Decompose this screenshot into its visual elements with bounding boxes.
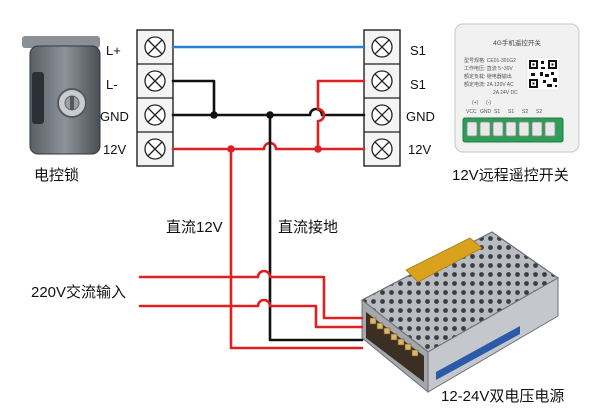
lock-terminal-label-gnd: GND bbox=[100, 109, 129, 124]
power-supply-unit: 12-24V双电压电源 bbox=[360, 231, 564, 405]
wire-label-ground: 直流接地 bbox=[278, 219, 338, 236]
module-port-label-minus: (-) bbox=[486, 100, 491, 106]
module-port-label-s1b: S1 bbox=[508, 109, 514, 115]
junction-gnd-lminus bbox=[210, 111, 218, 119]
electric-lock: 电控锁 bbox=[22, 36, 101, 184]
wires bbox=[138, 45, 366, 350]
module-port-label-s1a: S1 bbox=[494, 109, 500, 115]
wire-red-ac-input-2 bbox=[138, 298, 364, 329]
wire-red-s1-12v bbox=[316, 79, 366, 151]
junction-12v-psu bbox=[227, 145, 235, 153]
module-spec-5: 2A 24V DC bbox=[493, 90, 518, 96]
switch-terminal-block bbox=[363, 29, 401, 167]
power-supply-terminals bbox=[366, 312, 520, 382]
junction-gnd-psu bbox=[266, 111, 274, 119]
wire-label-ac-input: 220V交流输入 bbox=[31, 283, 126, 301]
module-port-label-gnd: GND bbox=[480, 109, 492, 115]
module-port-label-plus: (+) bbox=[472, 100, 479, 106]
switch-terminal-label-s1-bottom: S1 bbox=[410, 77, 426, 92]
wire-black-ground-psu bbox=[268, 113, 364, 342]
power-supply-label-sticker bbox=[405, 237, 483, 283]
power-supply-caption: 12-24V双电压电源 bbox=[441, 388, 564, 405]
wire-red-12v-12v bbox=[171, 141, 366, 151]
module-spec-3: 额定负载: 继电器输出 bbox=[464, 73, 512, 80]
lock-terminal-label-12v: 12V bbox=[103, 142, 126, 157]
module-port-label-s2a: S2 bbox=[522, 109, 528, 115]
switch-terminal-label-gnd: GND bbox=[406, 109, 435, 124]
switch-terminal-label-12v: 12V bbox=[408, 142, 431, 157]
lock-terminal-block bbox=[136, 29, 174, 167]
qr-code-icon bbox=[526, 57, 560, 91]
lock-terminal-label-lplus: L+ bbox=[106, 43, 121, 58]
module-spec-2: 工作电压: 直流 5~30V bbox=[464, 65, 513, 72]
lock-terminal-label-lminus: L- bbox=[106, 77, 118, 92]
remote-switch-module: 4G手机遥控开关 型号规格: CE01-301G2 工作电压: 直流 5~30V… bbox=[452, 23, 580, 184]
switch-terminal-label-s1-top: S1 bbox=[410, 43, 426, 58]
wire-junctions bbox=[210, 111, 322, 153]
module-title: 4G手机遥控开关 bbox=[493, 38, 541, 47]
switch-caption: 12V远程遥控开关 bbox=[452, 167, 569, 184]
module-spec-1: 型号规格: CE01-301G2 bbox=[464, 57, 516, 64]
module-port-label-vcc: VCC bbox=[466, 109, 477, 115]
lock-caption: 电控锁 bbox=[34, 167, 79, 184]
wire-red-ac-input-1 bbox=[138, 269, 364, 320]
junction-12v-s1 bbox=[314, 145, 322, 153]
module-port-label-s2b: S2 bbox=[536, 109, 542, 115]
wire-red-dc12v-psu bbox=[229, 147, 364, 350]
wire-label-dc12v: 直流12V bbox=[166, 219, 223, 236]
wire-black-lminus bbox=[171, 79, 216, 117]
module-spec-4: 额定电流: 2A 120V AC bbox=[464, 81, 514, 88]
module-terminal-strip bbox=[462, 117, 564, 143]
wire-black-gnd-gnd bbox=[171, 107, 366, 117]
